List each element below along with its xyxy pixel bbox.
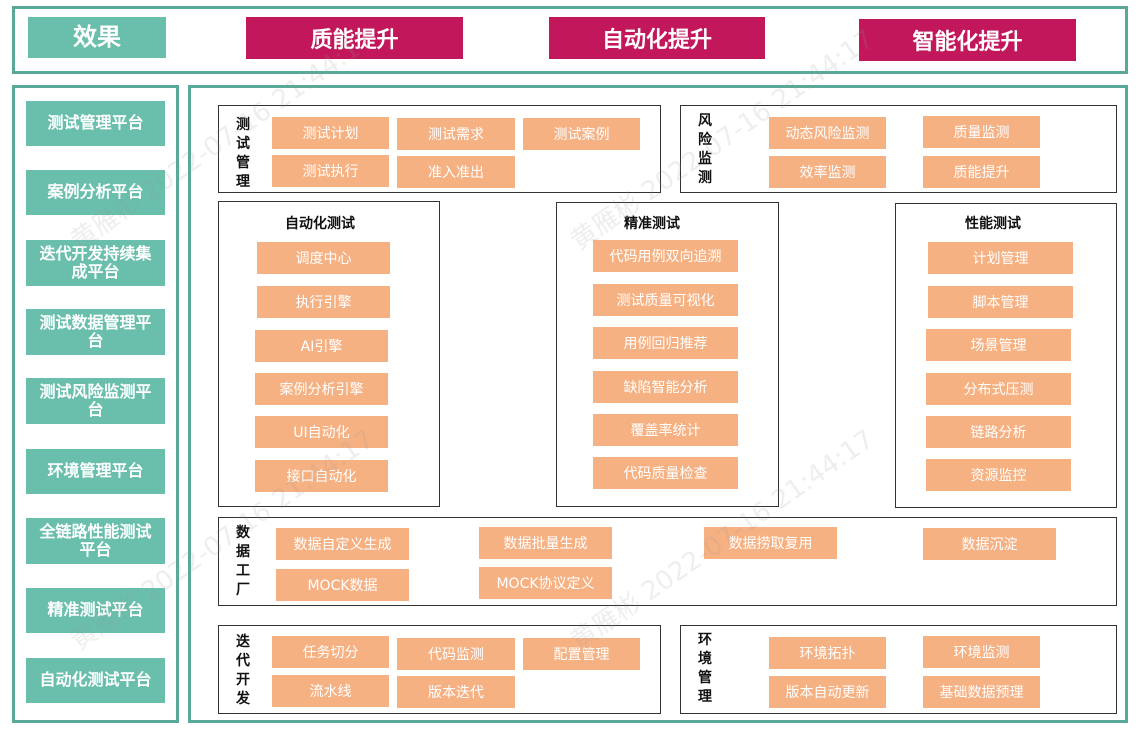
platform-risk-monitor: 测试风险监测平台 — [26, 378, 165, 424]
precision-testing-title: 精准测试 — [624, 216, 680, 232]
item-scenario-management: 场景管理 — [926, 329, 1071, 361]
item-mock-data: MOCK数据 — [276, 569, 409, 601]
test-management-title: 测试管理 — [236, 117, 250, 190]
item-dispatch-center: 调度中心 — [257, 242, 390, 274]
item-distributed-load: 分布式压测 — [926, 373, 1071, 405]
platform-environment: 环境管理平台 — [26, 449, 165, 494]
platform-test-management: 测试管理平台 — [26, 101, 165, 146]
item-pipeline: 流水线 — [272, 675, 389, 707]
platform-test-data: 测试数据管理平台 — [26, 309, 165, 355]
item-trace-analysis: 链路分析 — [926, 416, 1071, 448]
data-factory-title: 数据工厂 — [236, 525, 250, 598]
effect-intelligence: 智能化提升 — [859, 19, 1076, 61]
item-ui-automation: UI自动化 — [255, 416, 388, 448]
item-code-monitor: 代码监测 — [397, 638, 515, 670]
item-test-requirement: 测试需求 — [397, 118, 515, 150]
item-task-split: 任务切分 — [272, 636, 389, 668]
item-efficiency-monitor: 效率监测 — [769, 156, 886, 188]
item-script-management: 脚本管理 — [928, 286, 1073, 318]
item-auto-version-update: 版本自动更新 — [769, 676, 886, 708]
item-env-topology: 环境拓扑 — [769, 637, 886, 669]
item-execution-engine: 执行引擎 — [257, 286, 390, 318]
item-batch-data-gen: 数据批量生成 — [479, 527, 612, 559]
item-case-analysis-engine: 案例分析引擎 — [255, 373, 388, 405]
platform-ci: 迭代开发持续集成平台 — [26, 240, 165, 286]
panel-environment — [680, 625, 1117, 714]
risk-monitoring-title: 风险监测 — [698, 113, 712, 186]
item-resource-monitor: 资源监控 — [926, 459, 1071, 491]
item-api-automation: 接口自动化 — [255, 460, 388, 492]
platform-automation: 自动化测试平台 — [26, 658, 165, 703]
item-defect-analysis: 缺陷智能分析 — [593, 371, 738, 403]
platform-case-analysis: 案例分析平台 — [26, 170, 165, 215]
platform-fullchain-performance: 全链路性能测试平台 — [26, 518, 165, 564]
item-version-iteration: 版本迭代 — [397, 676, 515, 708]
item-code-case-trace: 代码用例双向追溯 — [593, 240, 738, 272]
item-test-case: 测试案例 — [523, 118, 640, 150]
effect-automation: 自动化提升 — [549, 17, 765, 59]
automation-testing-title: 自动化测试 — [285, 216, 355, 232]
item-dynamic-risk: 动态风险监测 — [769, 117, 886, 149]
item-config-management: 配置管理 — [523, 638, 640, 670]
item-data-deposit: 数据沉淀 — [923, 528, 1056, 560]
iteration-dev-title: 迭代开发 — [236, 634, 250, 707]
item-quality-monitor: 质量监测 — [923, 116, 1040, 148]
effects-label: 效果 — [28, 17, 166, 58]
item-coverage-stats: 覆盖率统计 — [593, 414, 738, 446]
item-env-monitor: 环境监测 — [923, 636, 1040, 668]
item-test-execution: 测试执行 — [272, 155, 389, 187]
item-base-data-prep: 基础数据预理 — [923, 676, 1040, 708]
item-mock-protocol: MOCK协议定义 — [479, 567, 612, 599]
item-entry-exit: 准入准出 — [397, 156, 515, 188]
item-test-plan: 测试计划 — [272, 117, 389, 149]
item-regression-recommend: 用例回归推荐 — [593, 327, 738, 359]
environment-title: 环境管理 — [698, 632, 712, 705]
performance-testing-title: 性能测试 — [965, 216, 1021, 232]
item-quality-visualization: 测试质量可视化 — [593, 284, 738, 316]
item-data-fetch-reuse: 数据捞取复用 — [704, 527, 837, 559]
item-custom-data-gen: 数据自定义生成 — [276, 528, 409, 560]
panel-risk-monitoring — [680, 105, 1117, 193]
item-code-quality-check: 代码质量检查 — [593, 457, 738, 489]
item-quality-improve: 质能提升 — [923, 156, 1040, 188]
item-plan-management: 计划管理 — [928, 242, 1073, 274]
effect-quality: 质能提升 — [246, 17, 463, 59]
item-ai-engine: AI引擎 — [255, 330, 388, 362]
platform-precision: 精准测试平台 — [26, 588, 165, 633]
